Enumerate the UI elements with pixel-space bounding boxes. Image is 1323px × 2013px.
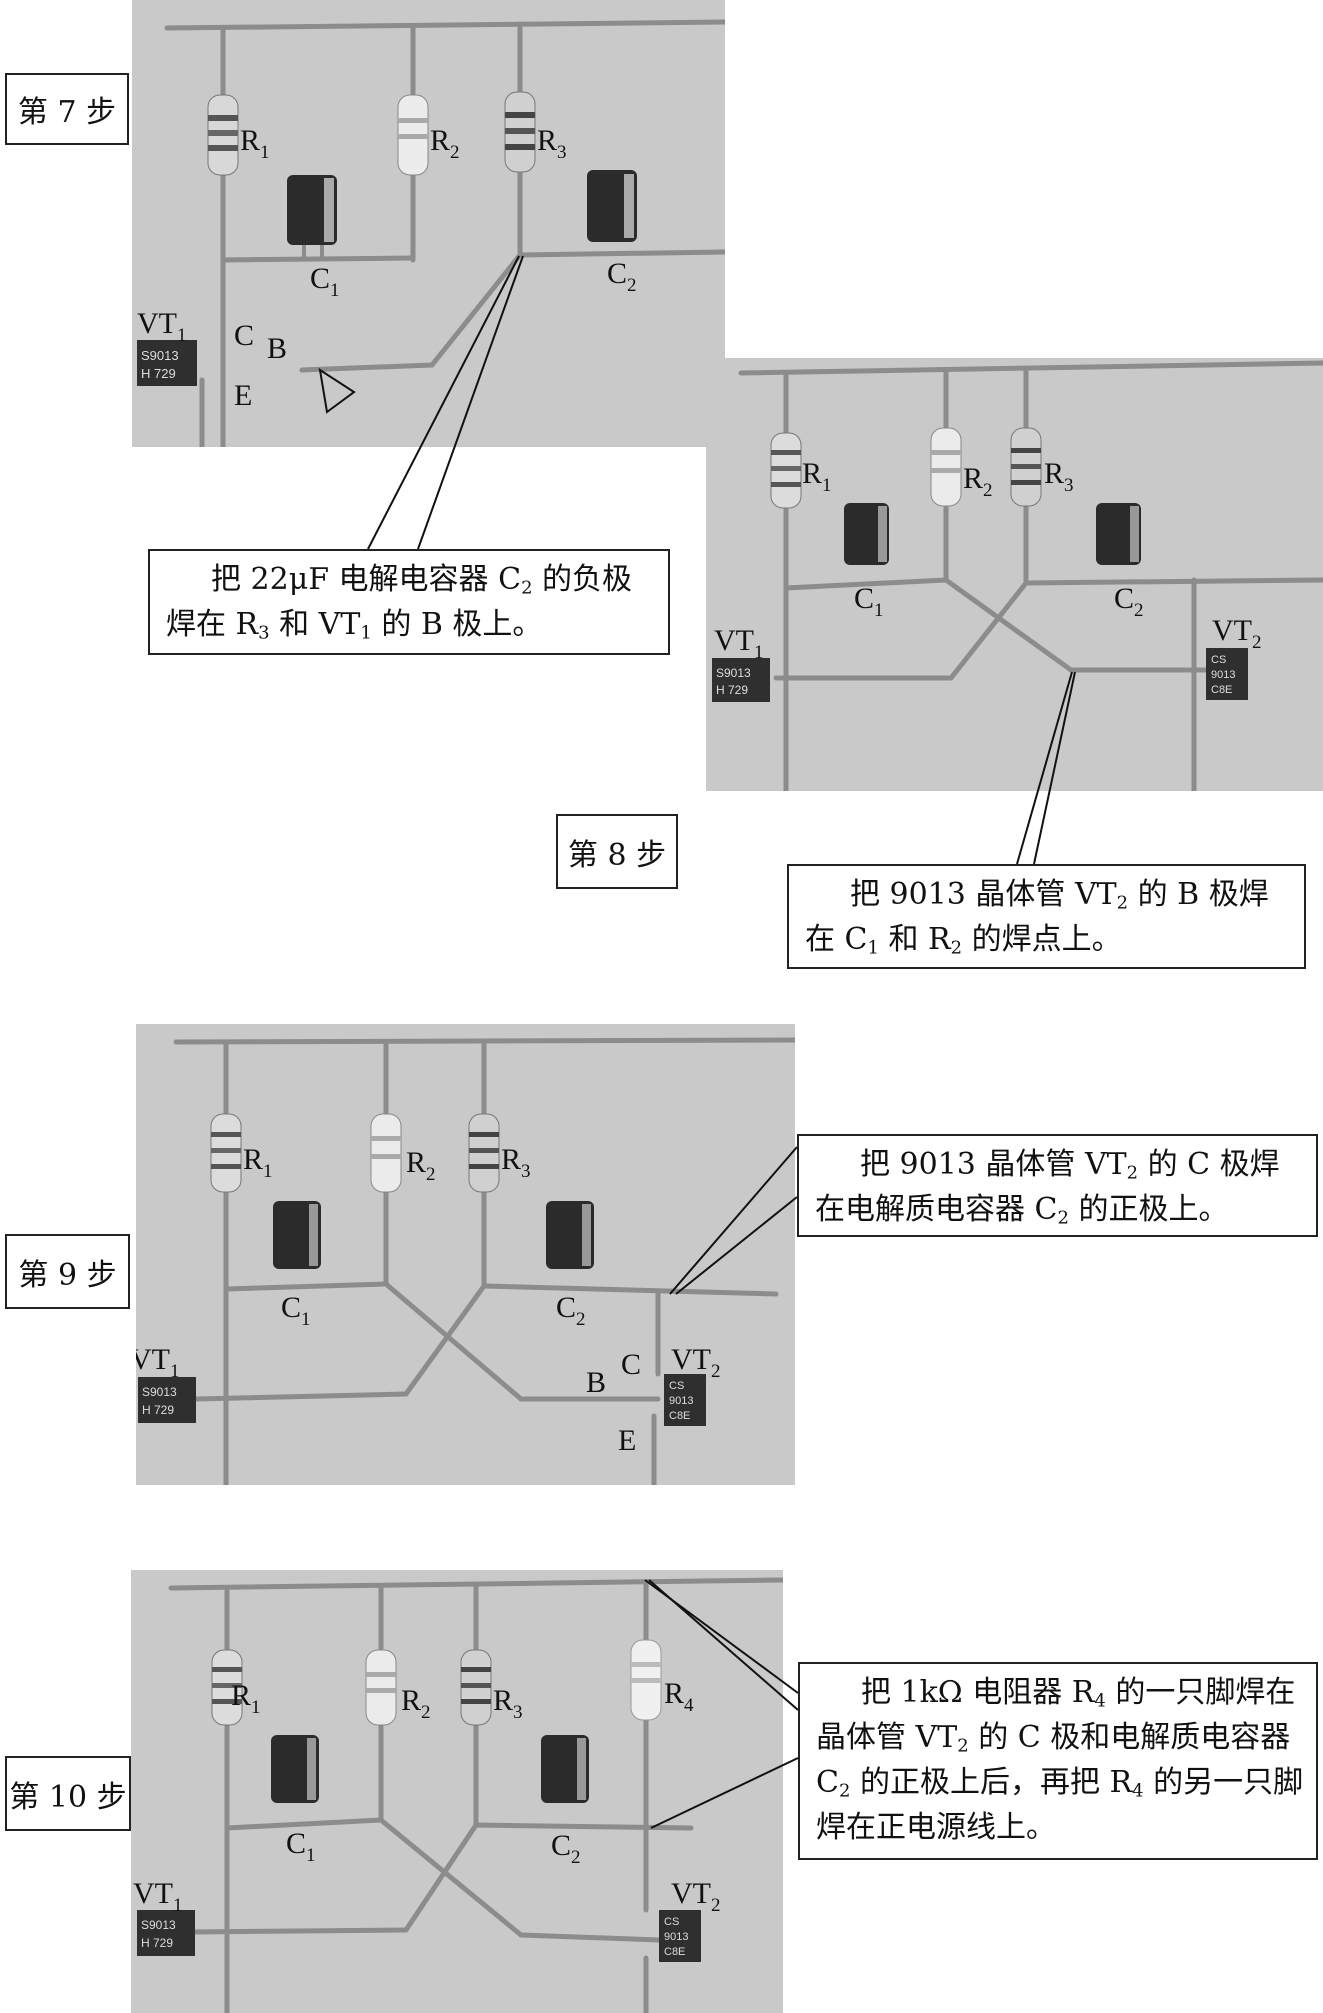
svg-text:CS: CS	[1211, 654, 1226, 666]
capacitor-c2	[541, 1735, 589, 1803]
label-r3: R3	[493, 1684, 523, 1723]
pin-label-c: C	[621, 1348, 641, 1381]
step7-circuit: S9013 H 729 R1 R2 R3 C1 C2 VT1 C B E	[137, 19, 725, 447]
capacitor-c2	[587, 170, 637, 242]
svg-text:S9013: S9013	[141, 1918, 176, 1932]
capacitor-c1	[844, 503, 889, 565]
resistor-r3	[504, 91, 536, 173]
capacitor-c2	[1096, 503, 1141, 565]
resistor-r4	[630, 1639, 662, 1721]
label-vt2: VT2	[671, 1343, 721, 1382]
svg-text:S9013: S9013	[141, 348, 179, 363]
pin-label-b: B	[586, 1366, 606, 1399]
svg-text:C8E: C8E	[669, 1410, 690, 1422]
step7-photo: S9013 H 729 R1 R2 R3 C1 C2 VT1 C B E	[132, 0, 725, 447]
resistor-r3	[1010, 427, 1042, 507]
label-r1: R1	[240, 124, 270, 163]
label-c2: C2	[1114, 582, 1144, 621]
svg-text:S9013: S9013	[716, 666, 751, 680]
resistor-r2	[397, 94, 429, 176]
transistor-vt1: S9013 H 729	[712, 658, 770, 702]
label-c2: C2	[556, 1291, 586, 1330]
step9-instruction: 把 9013 晶体管 VT2 的 C 极焊在电解质电容器 C2 的正极上。	[797, 1134, 1318, 1237]
label-r1: R1	[802, 457, 832, 496]
pin-label-e: E	[618, 1424, 636, 1457]
label-vt2: VT2	[1212, 614, 1262, 653]
transistor-vt1: S9013 H 729	[138, 1377, 196, 1423]
svg-text:9013: 9013	[1211, 669, 1235, 681]
svg-text:H 729: H 729	[141, 1936, 173, 1950]
resistor-r1	[770, 432, 802, 509]
capacitor-c1	[273, 1201, 321, 1269]
step7-instruction: 把 22μF 电解电容器 C2 的负极焊在 R3 和 VT1 的 B 极上。	[148, 549, 670, 655]
label-c2: C2	[607, 257, 637, 296]
resistor-r3	[460, 1649, 492, 1726]
label-vt1: VT1	[133, 1877, 183, 1916]
resistor-r2	[365, 1649, 397, 1726]
svg-text:S9013: S9013	[142, 1385, 177, 1399]
label-c1: C1	[281, 1291, 311, 1330]
svg-text:C8E: C8E	[664, 1946, 685, 1958]
transistor-vt1: S9013 H 729	[137, 1910, 195, 1956]
svg-text:C8E: C8E	[1211, 684, 1232, 696]
label-vt1: VT1	[714, 624, 764, 663]
label-vt1: VT1	[136, 1343, 180, 1382]
label-r3: R3	[1044, 457, 1074, 496]
capacitor-c2	[546, 1201, 594, 1269]
svg-text:H 729: H 729	[141, 366, 176, 381]
label-r2: R2	[401, 1684, 431, 1723]
label-r3: R3	[537, 124, 567, 163]
svg-text:H 729: H 729	[716, 683, 748, 697]
label-r1: R1	[231, 1679, 261, 1718]
svg-text:CS: CS	[669, 1380, 684, 1392]
svg-text:H 729: H 729	[142, 1403, 174, 1417]
resistor-r3	[468, 1113, 500, 1193]
arrow-marker	[318, 367, 356, 414]
pin-label-b: B	[267, 332, 287, 365]
capacitor-c1	[271, 1735, 319, 1803]
pin-label-e: E	[234, 379, 252, 412]
svg-text:9013: 9013	[664, 1931, 688, 1943]
step7-label: 第 7 步	[5, 73, 129, 145]
label-r2: R2	[406, 1146, 436, 1185]
label-r4: R4	[664, 1677, 694, 1716]
step8-instruction: 把 9013 晶体管 VT2 的 B 极焊在 C1 和 R2 的焊点上。	[787, 864, 1306, 969]
svg-text:9013: 9013	[669, 1395, 693, 1407]
step9-label: 第 9 步	[5, 1234, 130, 1309]
resistor-r1	[211, 1649, 243, 1726]
pin-label-c: C	[234, 319, 254, 352]
label-c1: C1	[286, 1827, 316, 1866]
label-r2: R2	[430, 124, 460, 163]
step10-instruction: 把 1kΩ 电阻器 R4 的一只脚焊在晶体管 VT2 的 C 极和电解质电容器 …	[798, 1662, 1318, 1860]
step10-label: 第 10 步	[5, 1756, 131, 1831]
resistor-r2	[370, 1113, 402, 1193]
label-r1: R1	[243, 1143, 273, 1182]
resistor-r2	[930, 427, 962, 507]
resistor-r1	[210, 1113, 242, 1193]
svg-text:CS: CS	[664, 1916, 679, 1928]
transistor-vt1: S9013 H 729	[137, 340, 197, 386]
step8-label: 第 8 步	[556, 814, 678, 889]
label-vt2: VT2	[671, 1877, 721, 1916]
capacitor-c1	[287, 175, 337, 260]
label-vt1: VT1	[137, 307, 187, 346]
label-c1: C1	[854, 582, 884, 621]
label-c2: C2	[551, 1829, 581, 1868]
label-r2: R2	[963, 462, 993, 501]
label-c1: C1	[310, 262, 340, 301]
label-r3: R3	[501, 1143, 531, 1182]
resistor-r1	[207, 94, 239, 176]
